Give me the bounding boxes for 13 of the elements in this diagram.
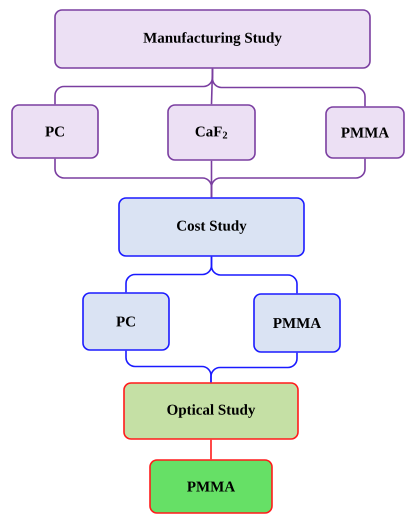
material-box: PMMA — [253, 293, 341, 353]
study-box: Cost Study — [118, 197, 305, 257]
connector — [210, 440, 212, 460]
connector — [210, 256, 298, 294]
material-box: CaF$_{2}$ — [167, 104, 256, 161]
study-box: Optical Study — [123, 382, 299, 440]
material-box: PMMA — [325, 106, 405, 159]
material-box: PC — [82, 292, 170, 351]
result-box: PMMA — [149, 459, 273, 514]
study-box: Manufacturing Study — [54, 9, 371, 69]
connector — [212, 68, 366, 106]
connector — [210, 158, 366, 198]
material-box: PC — [11, 104, 99, 159]
